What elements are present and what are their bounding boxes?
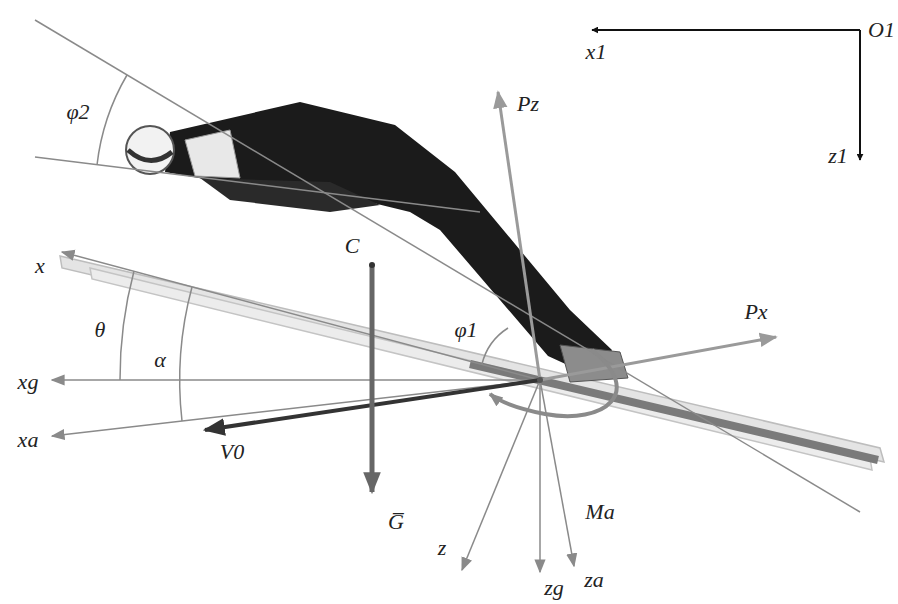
axis-label: O1 xyxy=(868,19,895,41)
angle-arc-phi1 xyxy=(482,328,508,364)
axis-xa xyxy=(52,380,540,436)
skier-arm xyxy=(200,178,380,212)
axis-za xyxy=(540,380,574,566)
axis-label: x1 xyxy=(586,41,607,63)
axis-label: α xyxy=(154,349,166,371)
axis-label: za xyxy=(584,569,604,591)
axis-label: z xyxy=(438,537,447,559)
axis-label: φ1 xyxy=(454,319,477,341)
gravity-g xyxy=(370,265,375,492)
axis-label: C xyxy=(345,235,360,257)
ski xyxy=(60,256,884,462)
axis-x xyxy=(62,252,540,380)
skier-goggles xyxy=(128,150,172,161)
moment-ma xyxy=(490,350,617,416)
axis-label: φ2 xyxy=(66,101,89,123)
head-line xyxy=(35,157,480,212)
axis-xg xyxy=(52,379,540,381)
skier-body xyxy=(165,102,612,378)
pivot-point xyxy=(537,377,543,383)
force-px xyxy=(540,337,776,380)
center-of-mass xyxy=(369,262,375,268)
axis-label: x xyxy=(35,255,45,277)
axis-label: Ma xyxy=(585,501,614,523)
axis-label: Pz xyxy=(517,93,539,115)
axis-label: xg xyxy=(18,371,39,393)
axis-label: V0 xyxy=(220,441,244,463)
axis-label: xa xyxy=(18,429,39,451)
axis-label: G̅ xyxy=(388,511,404,533)
frame-axis-x1 xyxy=(592,29,860,31)
body-line xyxy=(35,20,860,512)
axis-label: Px xyxy=(744,301,767,323)
angle-arc-phi2 xyxy=(97,75,127,165)
axis-label: zg xyxy=(544,577,564,599)
force-pz xyxy=(498,92,540,380)
angle-arc-theta xyxy=(120,271,134,380)
axis-zg xyxy=(539,380,541,572)
axis-label: θ xyxy=(95,319,106,341)
frame-axis-z1 xyxy=(859,30,861,160)
skier-helmet xyxy=(126,126,174,174)
axis-label: z1 xyxy=(828,145,848,167)
angle-arc-alpha xyxy=(180,287,192,421)
